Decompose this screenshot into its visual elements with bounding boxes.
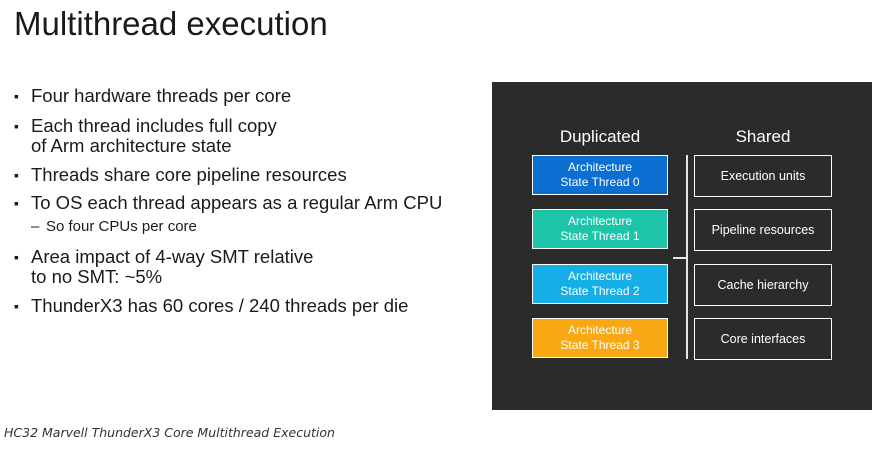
thread-1-state-box: Architecture State Thread 1 [532,209,668,249]
shared-box-label: Cache hierarchy [717,278,809,292]
slide-title: Multithread execution [14,5,328,42]
duplicated-heading: Duplicated [559,127,641,146]
bullet-text: ThunderX3 has 60 cores / 240 threads per… [31,295,409,316]
thread-box-line: State Thread 2 [560,284,640,298]
bullet-item: To OS each thread appears as a regular A… [14,192,489,215]
shared-core-interfaces-box: Core interfaces [694,318,832,360]
shared-box-label: Execution units [720,169,806,183]
thread-box-line: Architecture [567,269,632,283]
thread-2-state-box: Architecture State Thread 2 [532,264,668,304]
bullet-text: to no SMT: ~5% [31,266,163,287]
shared-cache-hierarchy-box: Cache hierarchy [694,264,832,306]
shared-pipeline-resources-box: Pipeline resources [694,209,832,251]
thread-box-line: State Thread 1 [560,229,640,243]
smt-diagram-panel: Duplicated Shared Architecture State Thr… [492,82,872,410]
bullet-text: Four hardware threads per core [31,85,292,106]
bullet-text: Threads share core pipeline resources [31,164,347,185]
thread-box-line: Architecture [567,323,632,337]
bullet-text: So four CPUs per core [46,218,197,235]
thread-box-line: State Thread 3 [560,338,640,352]
bullet-text: Each thread includes full copy [31,115,277,136]
shared-execution-units-box: Execution units [694,155,832,197]
bullet-item: Each thread includes full copy of Arm ar… [14,116,489,156]
sub-bullet-item: So four CPUs per core [14,218,489,236]
thread-3-state-box: Architecture State Thread 3 [532,318,668,358]
shared-box-label: Pipeline resources [711,223,815,237]
thread-box-line: Architecture [567,160,632,174]
bullet-item: ThunderX3 has 60 cores / 240 threads per… [14,295,489,318]
thread-box-line: State Thread 0 [560,175,640,189]
thread-box-line: Architecture [567,214,632,228]
bracket-connector-line [673,257,688,259]
image-caption: HC32 Marvell ThunderX3 Core Multithread … [4,425,335,440]
bullet-text: of Arm architecture state [31,135,232,156]
bullet-item: Area impact of 4-way SMT relative to no … [14,247,489,287]
thread-0-state-box: Architecture State Thread 0 [532,155,668,195]
bullet-text: Area impact of 4-way SMT relative [31,246,314,267]
shared-heading: Shared [735,127,791,146]
bullet-text: To OS each thread appears as a regular A… [31,192,443,213]
shared-box-label: Core interfaces [720,332,806,346]
bullet-item: Four hardware threads per core [14,85,489,108]
bullet-item: Threads share core pipeline resources [14,164,489,187]
bullet-list: Four hardware threads per core Each thre… [14,85,489,318]
